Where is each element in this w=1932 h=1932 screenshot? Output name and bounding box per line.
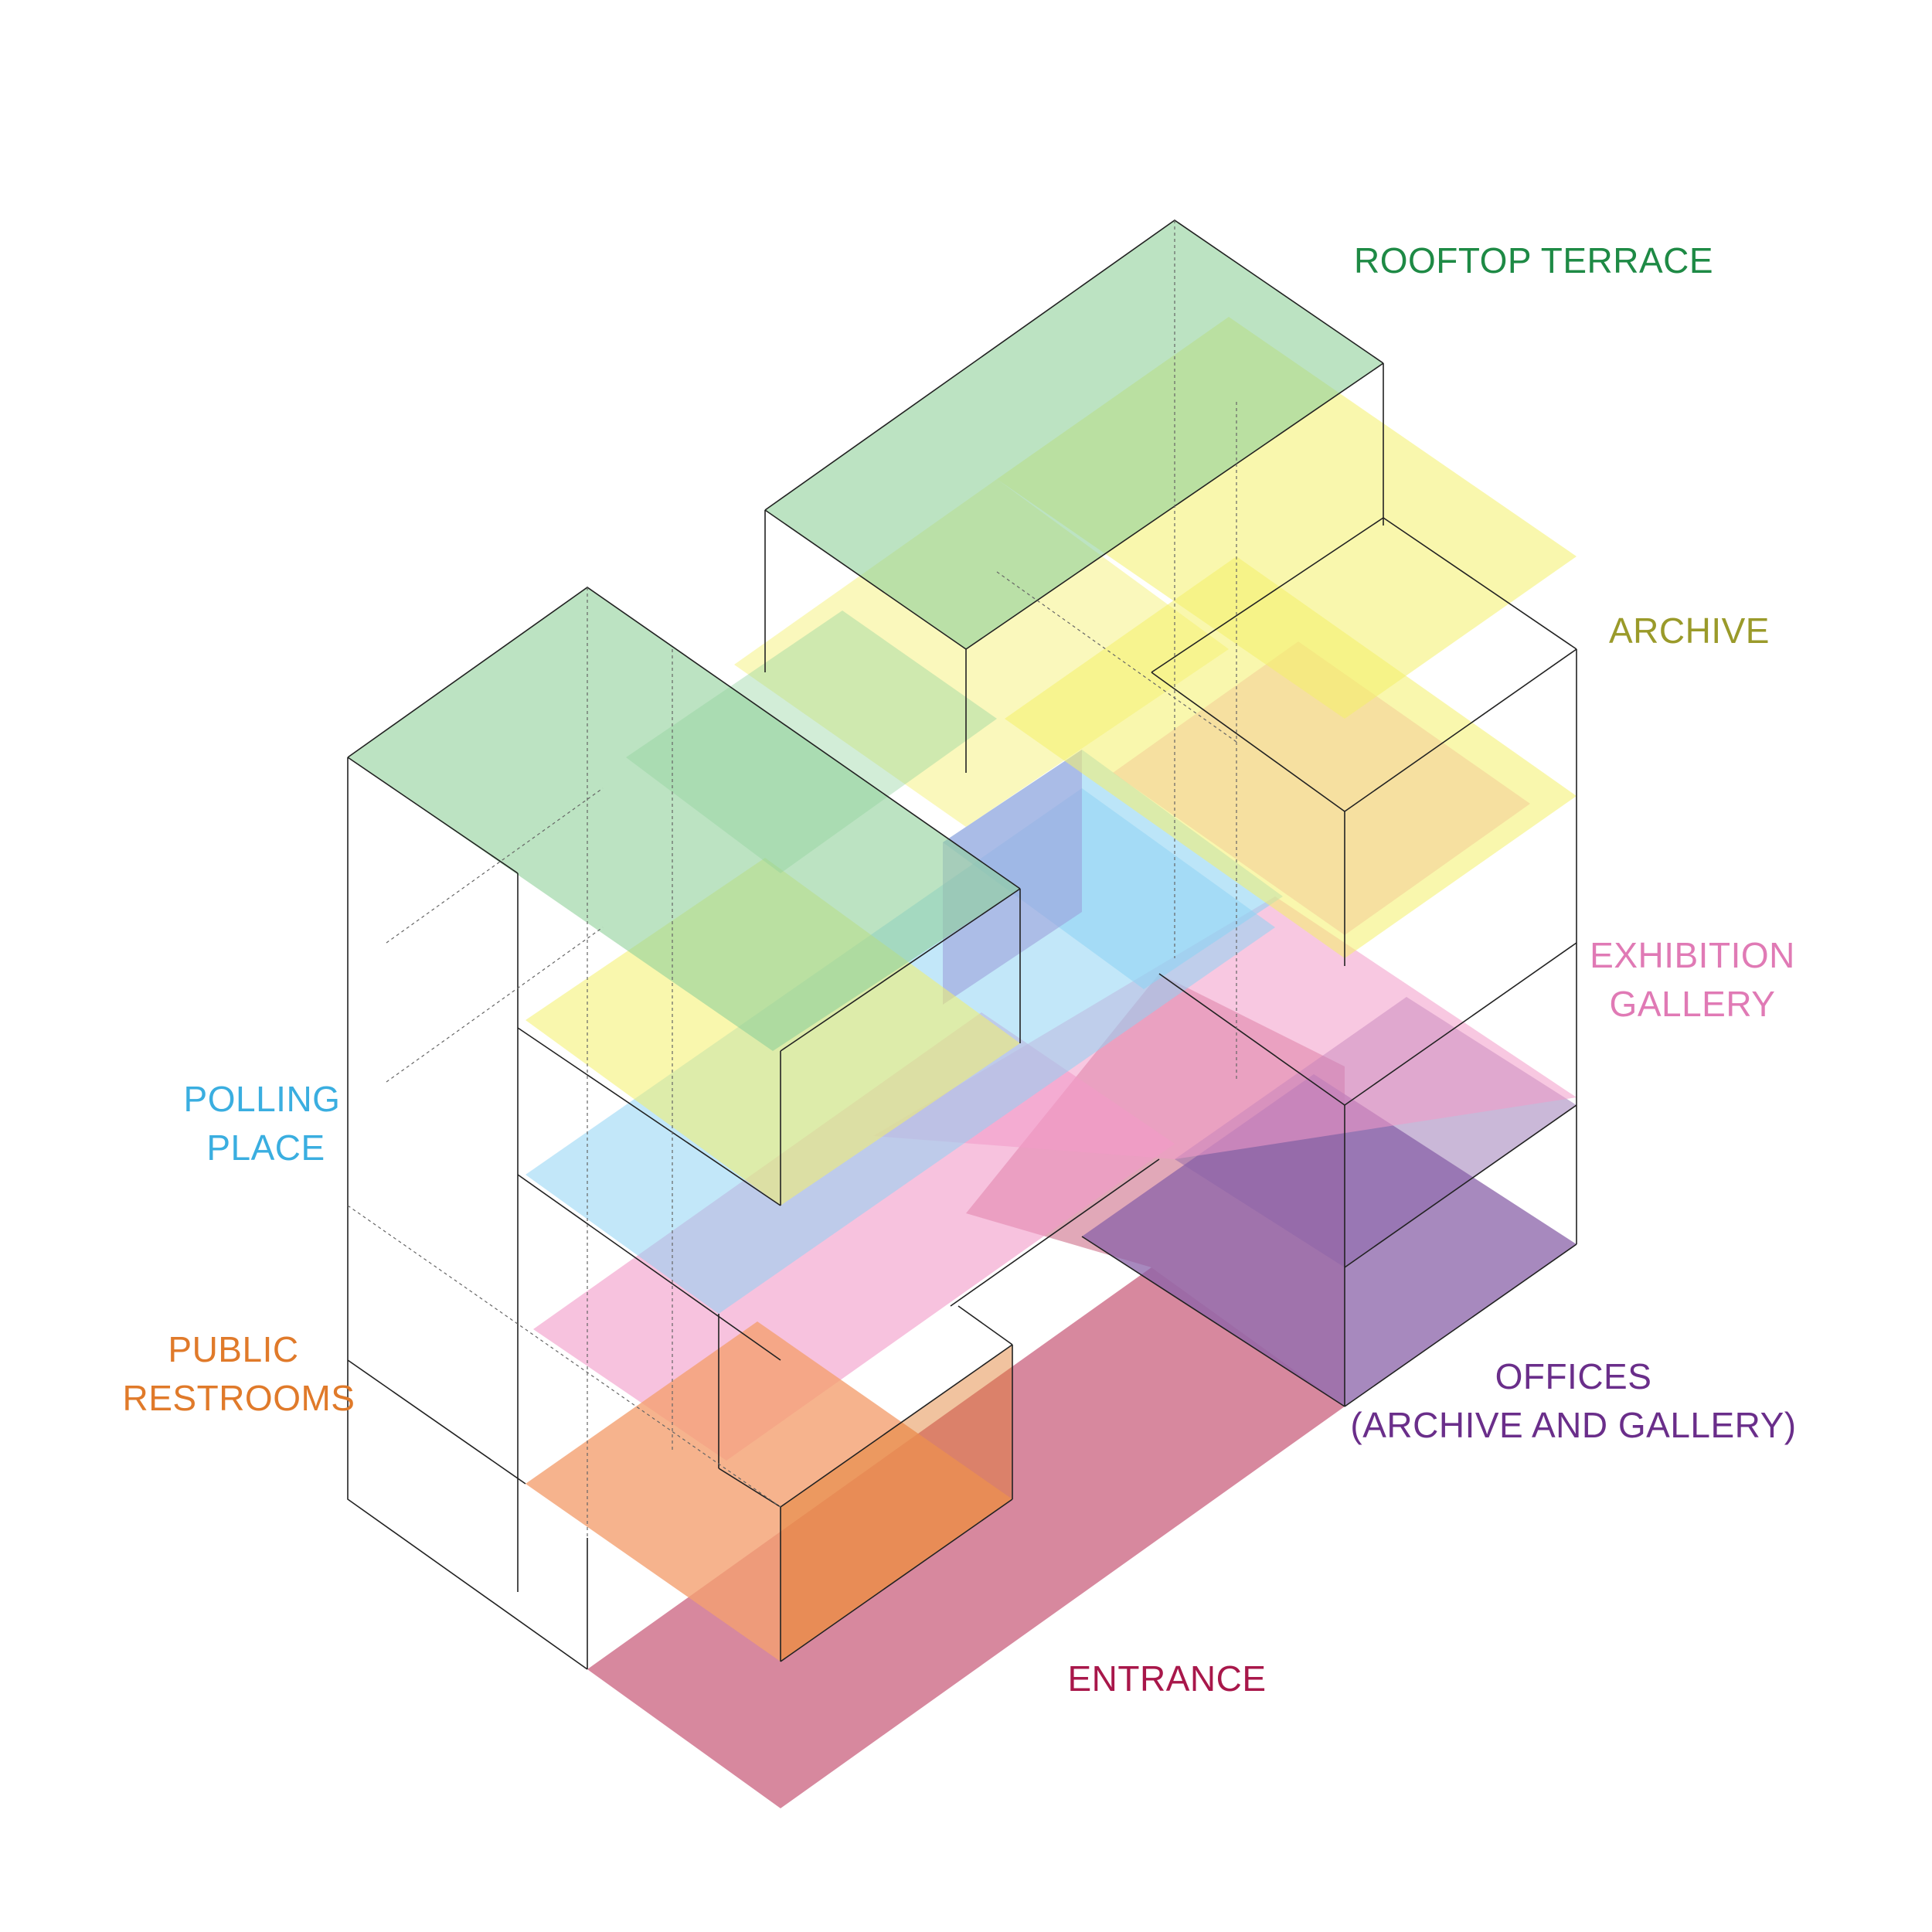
label-exhibition-gallery-line1: EXHIBITION: [1590, 935, 1795, 975]
label-offices-line1: OFFICES: [1495, 1356, 1652, 1396]
label-exhibition-gallery-line2: GALLERY: [1610, 984, 1776, 1024]
label-offices-line2: (ARCHIVE AND GALLERY): [1350, 1405, 1796, 1445]
label-public-restrooms-line2: RESTROOMS: [123, 1378, 355, 1418]
label-entrance: ENTRANCE: [1067, 1658, 1266, 1699]
label-archive: ARCHIVE: [1609, 611, 1770, 651]
label-polling-place-line2: PLACE: [206, 1128, 325, 1168]
label-public-restrooms-line1: PUBLIC: [168, 1329, 298, 1369]
label-polling-place-line1: POLLING: [184, 1079, 341, 1119]
program-planes: [348, 220, 1577, 1808]
label-rooftop-terrace: ROOFTOP TERRACE: [1354, 240, 1713, 281]
